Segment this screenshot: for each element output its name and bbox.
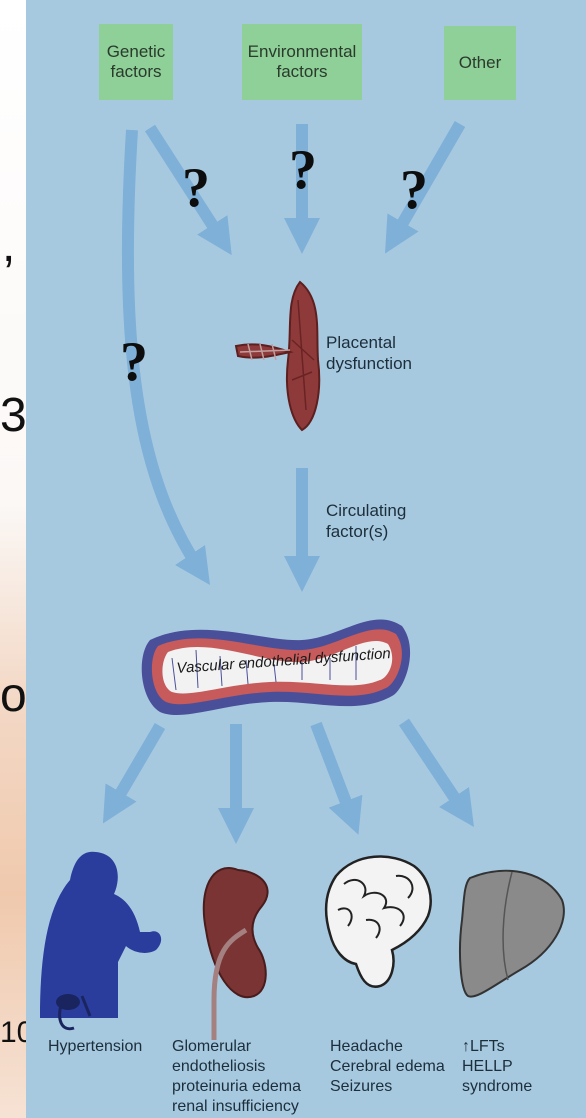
brain-icon: [326, 857, 431, 987]
other-label: Other: [459, 53, 502, 73]
placenta-icon: [236, 282, 319, 430]
question-mark-other: ?: [400, 162, 428, 218]
arrow-vessel-to-hypertension: [112, 726, 160, 808]
arrows: [112, 124, 464, 826]
other-box: Other: [444, 26, 516, 100]
genetic-factors-box: Genetic factors: [99, 24, 173, 100]
kidney-icon: [204, 868, 268, 1040]
person-with-bp-cuff-icon: [40, 852, 161, 1029]
outcome-brain: Headache Cerebral edema Seizures: [330, 1037, 445, 1097]
environmental-factors-box: Environmental factors: [242, 24, 362, 100]
circulating-factors-label: Circulating factor(s): [326, 500, 406, 543]
environmental-factors-label: Environmental factors: [248, 42, 357, 83]
genetic-factors-label: Genetic factors: [107, 42, 166, 83]
placental-dysfunction-label: Placental dysfunction: [326, 332, 412, 375]
outcome-kidney: Glomerular endotheliosis proteinuria ede…: [172, 1037, 301, 1117]
question-mark-environmental: ?: [289, 142, 317, 198]
question-mark-genetic: ?: [182, 160, 210, 216]
arrow-vessel-to-brain: [316, 724, 352, 818]
liver-icon: [460, 871, 564, 997]
outcome-hypertension: Hypertension: [48, 1037, 142, 1057]
outcome-liver: ↑LFTs HELLP syndrome: [462, 1037, 586, 1097]
question-mark-direct: ?: [120, 334, 148, 390]
arrow-vessel-to-liver: [404, 722, 464, 812]
